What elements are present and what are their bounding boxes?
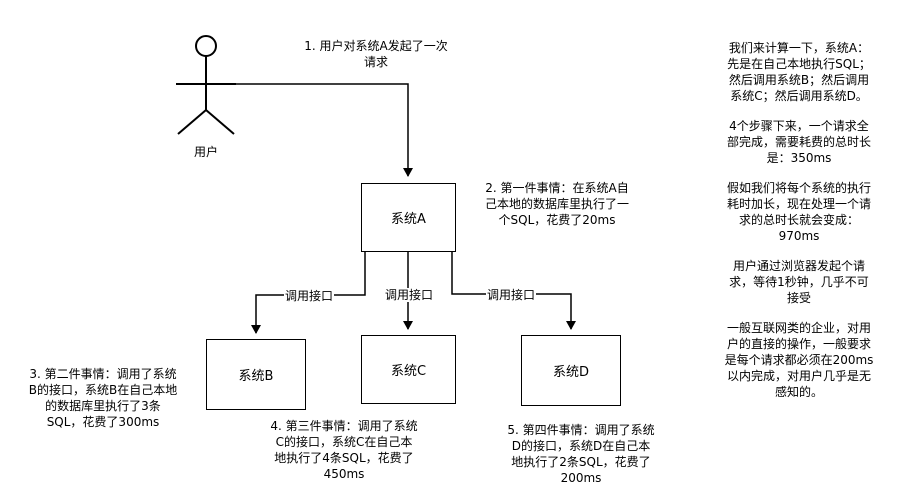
note-paragraph: 我们来计算一下，系统A： 先是在自己本地执行SQL； 然后调用系统B；然后调用 … <box>709 40 889 104</box>
step-2-line: 个SQL，花费了20ms <box>498 213 616 227</box>
step-3-line: SQL，花费了300ms <box>46 415 160 429</box>
note-line: 求，等待1秒钟，几乎不可 <box>729 275 869 289</box>
note-line: 假如我们将每个系统的执行 <box>726 181 871 195</box>
user-label: 用户 <box>193 145 218 159</box>
note-line: 4个步骤下来，一个请求全 <box>729 119 869 133</box>
note-line: 户的直接的操作，一般要求 <box>726 337 871 351</box>
system-a-label: 系统A <box>391 212 426 227</box>
note-line: 系统C；然后调用系统D。 <box>730 89 868 103</box>
step-3-line: 3. 第二件事情：调用了系统 <box>29 367 177 381</box>
step-5-line: 5. 第四件事情：调用了系统 <box>507 423 655 437</box>
step-3-text: 3. 第二件事情：调用了系统 B的接口，系统B在自己本地 的数据库里执行了3条 … <box>18 366 188 430</box>
step-5-line: 地执行了2条SQL，花费了 <box>511 455 651 469</box>
user-actor-icon <box>176 35 236 135</box>
step-4-line: 4. 第三件事情：调用了系统 <box>270 419 418 433</box>
note-line: 耗时加长，现在处理一个请 <box>726 197 871 211</box>
step-2-line: 己本地的数据库里执行了一 <box>484 197 629 211</box>
system-b-node[interactable]: 系统B <box>206 339 306 410</box>
note-line: 求的总时长就会变成： <box>738 213 859 227</box>
note-line: 一般互联网类的企业，对用 <box>726 321 871 335</box>
note-line: 以内完成，对用户几乎是无 <box>726 369 871 383</box>
step-4-line: 450ms <box>323 467 365 481</box>
step-4-line: C的接口，系统C在自己本 <box>275 435 413 449</box>
note-paragraph: 一般互联网类的企业，对用 户的直接的操作，一般要求 是每个请求都必须在200ms… <box>709 320 889 400</box>
note-paragraph: 用户通过浏览器发起个请 求，等待1秒钟，几乎不可 接受 <box>709 258 889 306</box>
system-d-label: 系统D <box>552 365 589 380</box>
step-1-line: 1. 用户对系统A发起了一次 <box>304 39 448 53</box>
note-line: 然后调用系统B；然后调用 <box>728 73 870 87</box>
notes-panel: 我们来计算一下，系统A： 先是在自己本地执行SQL； 然后调用系统B；然后调用 … <box>709 40 889 414</box>
note-line: 部完成，需要耗费的总时长 <box>726 135 871 149</box>
note-line: 接受 <box>786 291 811 305</box>
system-c-label: 系统C <box>390 364 427 379</box>
note-line: 970ms <box>778 229 820 243</box>
note-line: 是每个请求都必须在200ms <box>724 353 874 367</box>
note-line: 用户通过浏览器发起个请 <box>732 259 865 273</box>
step-3-line: 的数据库里执行了3条 <box>45 399 161 413</box>
system-b-label: 系统B <box>238 369 274 384</box>
note-line: 我们来计算一下，系统A： <box>728 41 870 55</box>
step-2-text: 2. 第一件事情：在系统A自 己本地的数据库里执行了一 个SQL，花费了20ms <box>472 180 642 228</box>
note-line: 是：350ms <box>766 151 832 165</box>
system-a-node[interactable]: 系统A <box>361 183 456 252</box>
edge-label-ab: 调用接口 <box>284 289 335 303</box>
step-2-line: 2. 第一件事情：在系统A自 <box>485 181 629 195</box>
step-5-text: 5. 第四件事情：调用了系统 D的接口，系统D在自己本 地执行了2条SQL，花费… <box>496 422 666 486</box>
step-1-text: 1. 用户对系统A发起了一次 请求 <box>291 38 461 70</box>
note-line: 先是在自己本地执行SQL； <box>727 57 871 71</box>
step-4-line: 地执行了4条SQL，花费了 <box>274 451 414 465</box>
step-3-line: B的接口，系统B在自己本地 <box>28 383 178 397</box>
system-c-node[interactable]: 系统C <box>361 335 456 404</box>
step-1-line: 请求 <box>363 55 388 69</box>
step-5-line: 200ms <box>560 471 602 485</box>
note-paragraph: 假如我们将每个系统的执行 耗时加长，现在处理一个请 求的总时长就会变成： 970… <box>709 180 889 244</box>
note-paragraph: 4个步骤下来，一个请求全 部完成，需要耗费的总时长 是：350ms <box>709 118 889 166</box>
note-line: 感知的。 <box>774 385 823 399</box>
system-d-node[interactable]: 系统D <box>521 335 621 406</box>
step-5-line: D的接口，系统D在自己本 <box>511 439 651 453</box>
edge-user-to-system-a <box>236 83 413 177</box>
edge-label-ac: 调用接口 <box>384 288 435 302</box>
edge-label-ad: 调用接口 <box>486 288 537 302</box>
step-4-text: 4. 第三件事情：调用了系统 C的接口，系统C在自己本 地执行了4条SQL，花费… <box>259 418 429 482</box>
